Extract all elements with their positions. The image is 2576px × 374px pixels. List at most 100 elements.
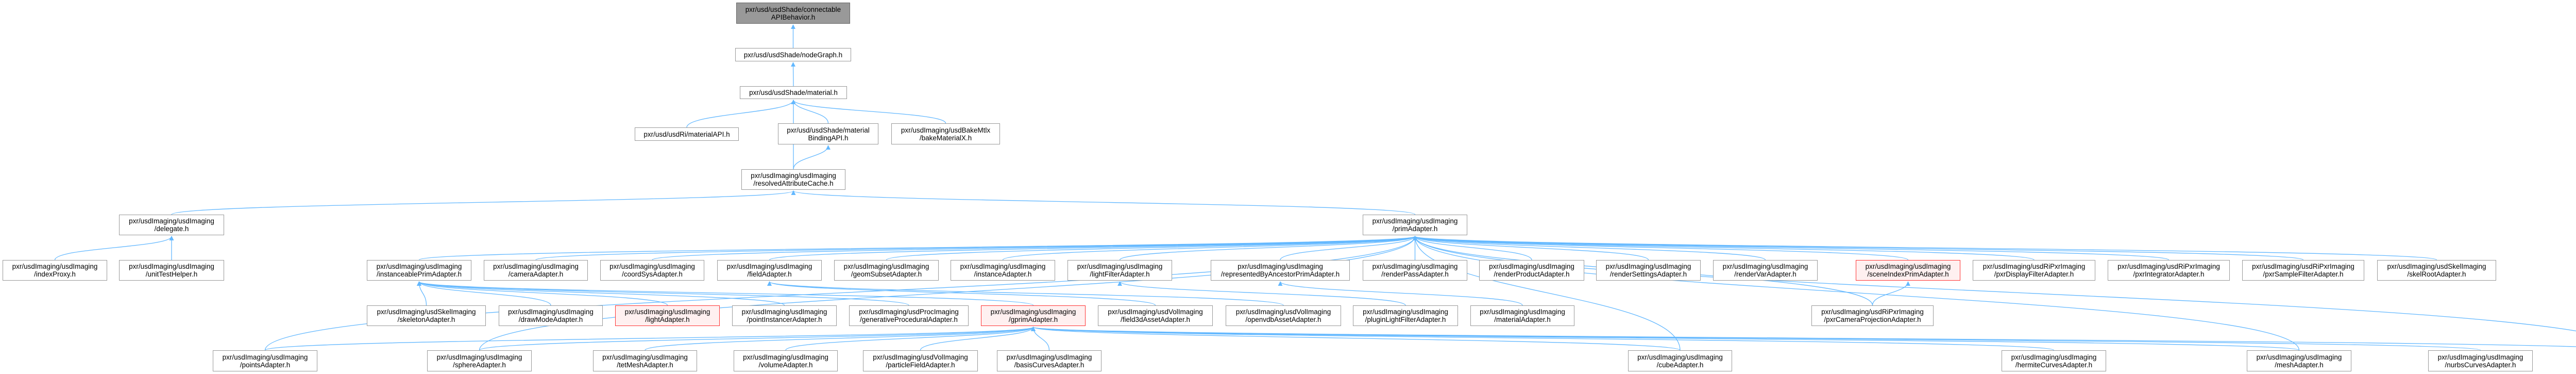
graph-node-pxrIntegrator[interactable]: pxr/usdImaging/usdRiPxrImaging/pxrIntegr… xyxy=(2108,260,2230,281)
graph-node-materialAPI[interactable]: pxr/usd/usdRi/materialAPI.h xyxy=(635,127,739,141)
edge-renderProduct-to-primAdapter xyxy=(1413,236,1532,261)
graph-node-renderPass[interactable]: pxr/usdImaging/usdImaging/renderPassAdap… xyxy=(1363,260,1467,281)
node-label: /coordSysAdapter.h xyxy=(622,270,683,278)
node-label: pxr/usdImaging/usdImaging xyxy=(222,353,308,361)
node-label: /instanceAdapter.h xyxy=(974,270,1032,278)
graph-node-renderProduct[interactable]: pxr/usdImaging/usdImaging/renderProductA… xyxy=(1479,260,1584,281)
graph-node-particleField[interactable]: pxr/usdImaging/usdVolImaging/particleFie… xyxy=(863,350,978,371)
edge-renderSettings-to-primAdapter xyxy=(1413,236,1649,261)
graph-node-coordSys[interactable]: pxr/usdImaging/usdImaging/coordSysAdapte… xyxy=(600,260,704,281)
graph-node-resolvedAttributeCache[interactable]: pxr/usdImaging/usdImaging/resolvedAttrib… xyxy=(741,169,845,190)
edge-cube-to-primAdapter xyxy=(1412,236,1681,351)
graph-node-pxrCameraProjection[interactable]: pxr/usdImaging/usdRiPxrImaging/pxrCamera… xyxy=(1811,305,1934,326)
edge-renderVar-to-primAdapter xyxy=(1413,236,1766,261)
edge-materialAPI-to-material xyxy=(686,100,796,128)
node-label: pxr/usdImaging/usdBakeMtlx xyxy=(901,126,991,134)
graph-node-light[interactable]: pxr/usdImaging/usdImaging/lightAdapter.h xyxy=(615,305,720,326)
node-label: pxr/usdImaging/usdRiPxrImaging xyxy=(2252,263,2354,270)
node-label: pxr/usd/usdShade/connectable xyxy=(745,5,841,13)
graph-node-materialAdapter[interactable]: pxr/usdImaging/usdImaging/materialAdapte… xyxy=(1470,305,1574,326)
node-label: /renderProductAdapter.h xyxy=(1494,270,1570,278)
node-label: pxr/usdImaging/usdImaging xyxy=(1372,263,1458,270)
graph-node-field[interactable]: pxr/usdImaging/usdImaging/fieldAdapter.h xyxy=(717,260,822,281)
graph-node-representedByAncestor[interactable]: pxr/usdImaging/usdImaging/representedByA… xyxy=(1211,260,1350,281)
graph-node-sphere[interactable]: pxr/usdImaging/usdImaging/sphereAdapter.… xyxy=(427,350,532,371)
node-label: pxr/usdImaging/usdImaging xyxy=(743,353,828,361)
graph-node-tetMesh[interactable]: pxr/usdImaging/usdImaging/tetMeshAdapter… xyxy=(593,350,697,371)
graph-node-pxrSampleFilter[interactable]: pxr/usdImaging/usdRiPxrImaging/pxrSample… xyxy=(2242,260,2364,281)
graph-node-cube[interactable]: pxr/usdImaging/usdImaging/cubeAdapter.h xyxy=(1628,350,1732,371)
graph-node-pointInstancer[interactable]: pxr/usdImaging/usdImaging/pointInstancer… xyxy=(732,305,837,326)
node-label: /resolvedAttributeCache.h xyxy=(753,180,834,187)
graph-node-delegate[interactable]: pxr/usdImaging/usdImaging/delegate.h xyxy=(119,215,224,235)
edge-bakeMaterialX-to-material xyxy=(791,100,946,124)
graph-node-primAdapter[interactable]: pxr/usdImaging/usdImaging/primAdapter.h xyxy=(1363,215,1467,235)
node-label: /nurbsCurvesAdapter.h xyxy=(2445,361,2516,369)
node-label: pxr/usdImaging/usdImaging xyxy=(2256,353,2342,361)
graph-node-bakeMaterialX[interactable]: pxr/usdImaging/usdBakeMtlx/bakeMaterialX… xyxy=(891,123,1000,144)
graph-node-sceneIndexPrim[interactable]: pxr/usdImaging/usdImaging/sceneIndexPrim… xyxy=(1856,260,1960,281)
node-label: /drawModeAdapter.h xyxy=(518,316,583,323)
graph-node-basisCurves[interactable]: pxr/usdImaging/usdImaging/basisCurvesAda… xyxy=(997,350,1101,371)
node-label: /openvdbAssetAdapter.h xyxy=(1245,316,1321,323)
edge-field3dAsset-to-field xyxy=(767,281,1156,306)
node-label: /pointInstancerAdapter.h xyxy=(747,316,822,323)
graph-node-mesh[interactable]: pxr/usdImaging/usdImaging/meshAdapter.h xyxy=(2247,350,2351,371)
node-label: /renderSettingsAdapter.h xyxy=(1609,270,1687,278)
node-label: pxr/usdImaging/usdImaging xyxy=(609,263,695,270)
graph-node-instanceablePrim[interactable]: pxr/usdImaging/usdImaging/instanceablePr… xyxy=(367,260,471,281)
graph-node-renderVar[interactable]: pxr/usdImaging/usdImaging/renderVarAdapt… xyxy=(1713,260,1818,281)
node-label: pxr/usdImaging/usdImaging xyxy=(726,263,812,270)
graph-node-indexProxy[interactable]: pxr/usdImaging/usdImaging/indexProxy.h xyxy=(3,260,107,281)
node-label: /representedByAncestorPrimAdapter.h xyxy=(1221,270,1340,278)
graph-node-geomSubset[interactable]: pxr/usdImaging/usdImaging/geomSubsetAdap… xyxy=(834,260,939,281)
graph-node-unitTestHelper[interactable]: pxr/usdImaging/usdImaging/unitTestHelper… xyxy=(119,260,224,281)
node-label: pxr/usdImaging/usdImaging xyxy=(843,263,929,270)
graph-node-hermiteCurves[interactable]: pxr/usdImaging/usdImaging/hermiteCurvesA… xyxy=(2002,350,2106,371)
node-label: pxr/usdImaging/usdImaging xyxy=(960,263,1046,270)
edge-cube-to-gprim xyxy=(1031,327,1681,351)
graph-node-lightFilter[interactable]: pxr/usdImaging/usdImaging/lightFilterAda… xyxy=(1067,260,1172,281)
graph-node-pxrDisplayFilter[interactable]: pxr/usdImaging/usdRiPxrImaging/pxrDispla… xyxy=(1973,260,2095,281)
graph-node-openvdbAsset[interactable]: pxr/usdImaging/usdVolImaging/openvdbAsse… xyxy=(1226,305,1341,326)
edge-geomSubset-to-primAdapter xyxy=(886,236,1417,261)
node-label: pxr/usdImaging/usdRiPxrImaging xyxy=(1982,263,2086,270)
node-label: pxr/usdImaging/usdImaging xyxy=(624,308,710,316)
graph-node-renderSettings[interactable]: pxr/usdImaging/usdImaging/renderSettings… xyxy=(1596,260,1701,281)
node-label: /fieldAdapter.h xyxy=(747,270,792,278)
node-label: pxr/usdImaging/usdImaging xyxy=(1865,263,1951,270)
node-label: pxr/usdImaging/usdImaging xyxy=(751,172,836,180)
edge-coordSys-to-primAdapter xyxy=(652,236,1417,261)
edge-representedByAncestor-to-primAdapter xyxy=(1280,236,1417,261)
graph-node-instance[interactable]: pxr/usdImaging/usdImaging/instanceAdapte… xyxy=(951,260,1055,281)
graph-node-field3dAsset[interactable]: pxr/usdImaging/usdVolImaging/field3dAsse… xyxy=(1098,305,1213,326)
node-label: pxr/usd/usdShade/nodeGraph.h xyxy=(743,51,843,59)
node-label: pxr/usdImaging/usdImaging xyxy=(1363,308,1448,316)
graph-node-nodeGraph[interactable]: pxr/usd/usdShade/nodeGraph.h xyxy=(735,48,851,61)
node-label: /particleFieldAdapter.h xyxy=(886,361,955,369)
graph-node-pluginLightFilter[interactable]: pxr/usdImaging/usdImaging/pluginLightFil… xyxy=(1353,305,1458,326)
node-label: pxr/usdImaging/usdVolImaging xyxy=(873,353,968,361)
edge-skelRoot-to-primAdapter xyxy=(1413,236,2437,261)
node-label: /renderVarAdapter.h xyxy=(1734,270,1797,278)
node-label: pxr/usdImaging/usdImaging xyxy=(508,308,594,316)
node-label: pxr/usdImaging/usdImaging xyxy=(2011,353,2097,361)
node-label: /lightAdapter.h xyxy=(645,316,690,323)
graph-node-nurbsCurves[interactable]: pxr/usdImaging/usdImaging/nurbsCurvesAda… xyxy=(2428,350,2533,371)
graph-node-volume[interactable]: pxr/usdImaging/usdImaging/volumeAdapter.… xyxy=(734,350,838,371)
edge-sphere-to-primAdapter xyxy=(479,236,1417,351)
graph-node-skeleton[interactable]: pxr/usdImaging/usdSkelImaging/skeletonAd… xyxy=(367,305,486,326)
graph-node-points[interactable]: pxr/usdImaging/usdImaging/pointsAdapter.… xyxy=(213,350,317,371)
edge-pxrCameraProjection-to-sceneIndexPrim xyxy=(1872,281,1911,306)
graph-node-camera[interactable]: pxr/usdImaging/usdImaging/cameraAdapter.… xyxy=(484,260,588,281)
graph-node-gprim[interactable]: pxr/usdImaging/usdImaging/gprimAdapter.h xyxy=(981,305,1086,326)
edge-lightFilter-to-primAdapter xyxy=(1119,236,1417,261)
node-label: /renderPassAdapter.h xyxy=(1381,270,1449,278)
graph-node-generativeProcedural[interactable]: pxr/usdImaging/usdProcImaging/generative… xyxy=(849,305,969,326)
edge-points-to-primAdapter xyxy=(264,236,1417,351)
graph-node-material[interactable]: pxr/usd/usdShade/material.h xyxy=(740,86,847,99)
graph-node-skelRoot[interactable]: pxr/usdImaging/usdSkelImaging/skelRootAd… xyxy=(2377,260,2496,281)
graph-node-drawMode[interactable]: pxr/usdImaging/usdImaging/drawModeAdapte… xyxy=(499,305,603,326)
